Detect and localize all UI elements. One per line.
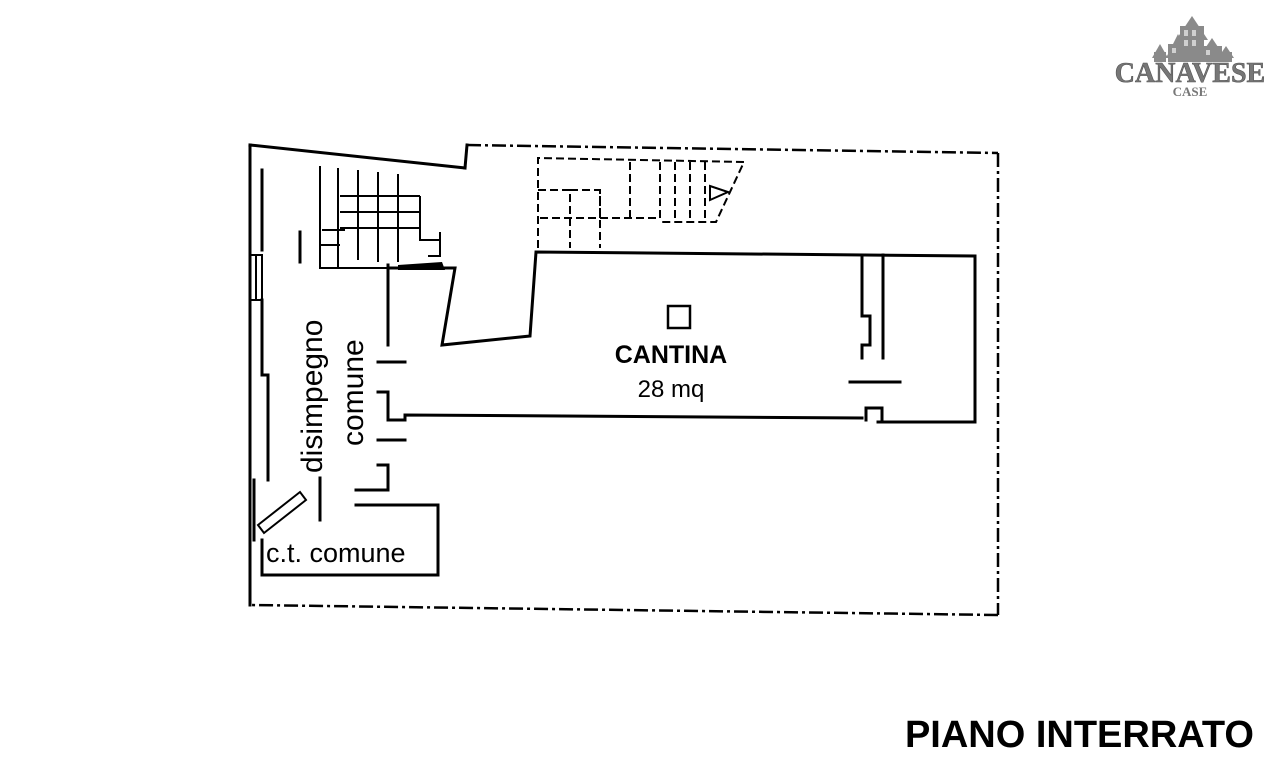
square-symbol [666,304,692,330]
left-staircase [319,166,455,270]
floor-title: PIANO INTERRATO [905,714,1254,756]
right-staircase [537,156,746,248]
canavese-case-logo: CANAVESE CASE [1114,16,1266,99]
middle-walls [386,250,977,424]
boiler-vent [252,478,308,542]
corridor-walls [260,168,440,577]
corridor-label-line1: disimpegno [296,320,329,473]
boiler-room-label: c.t. comune [266,538,406,568]
houses-logo-icon [1152,16,1234,62]
logo-sub-text: CASE [1173,84,1208,99]
cantina-label: CANTINA [615,341,728,369]
cantina-area-label: 28 mq [638,376,705,403]
corridor-label-line2: comune [337,339,370,446]
outer-boundary [248,143,1000,617]
logo-brand-text: CANAVESE [1115,58,1265,89]
